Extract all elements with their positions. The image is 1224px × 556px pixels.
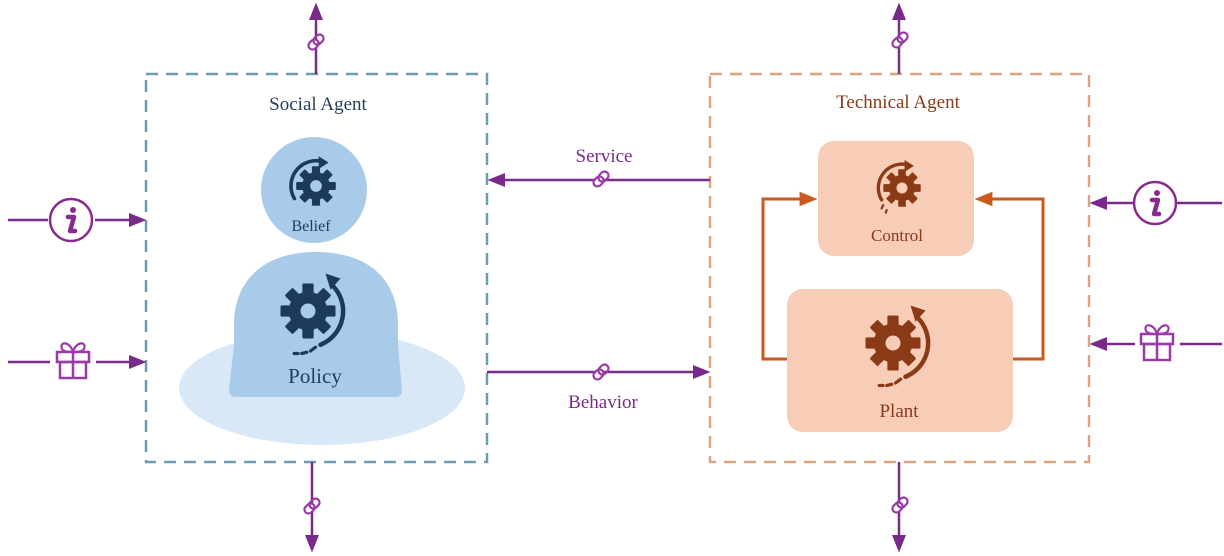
control-gear-icon — [876, 159, 921, 214]
gift-icon — [1139, 324, 1175, 362]
plant-gear-icon — [865, 305, 931, 388]
technical-top-link-icon — [889, 29, 911, 51]
plant-label: Plant — [879, 401, 919, 422]
social-bottom-link-icon — [301, 495, 323, 517]
policy-label: Policy — [288, 364, 342, 388]
gift-icon — [55, 342, 91, 380]
policy-gear-icon — [280, 273, 346, 356]
belief-gear-icon — [289, 156, 336, 206]
social-top-link-icon — [305, 31, 327, 53]
info-icon — [1132, 180, 1178, 226]
belief-label: Belief — [291, 218, 331, 235]
behavior-link-icon — [590, 361, 612, 383]
technical-bottom-link-icon — [889, 494, 911, 516]
service-link-icon — [590, 168, 612, 190]
plant-to-control-right-loop — [974, 191, 1045, 361]
control-label: Control — [871, 226, 923, 245]
plant-to-control-left-loop — [761, 191, 818, 361]
technical-agent-title: Technical Agent — [836, 92, 960, 113]
behavior-label: Behavior — [568, 392, 638, 413]
service-label: Service — [576, 146, 633, 167]
social-agent-title: Social Agent — [269, 94, 367, 115]
info-icon — [48, 197, 94, 243]
